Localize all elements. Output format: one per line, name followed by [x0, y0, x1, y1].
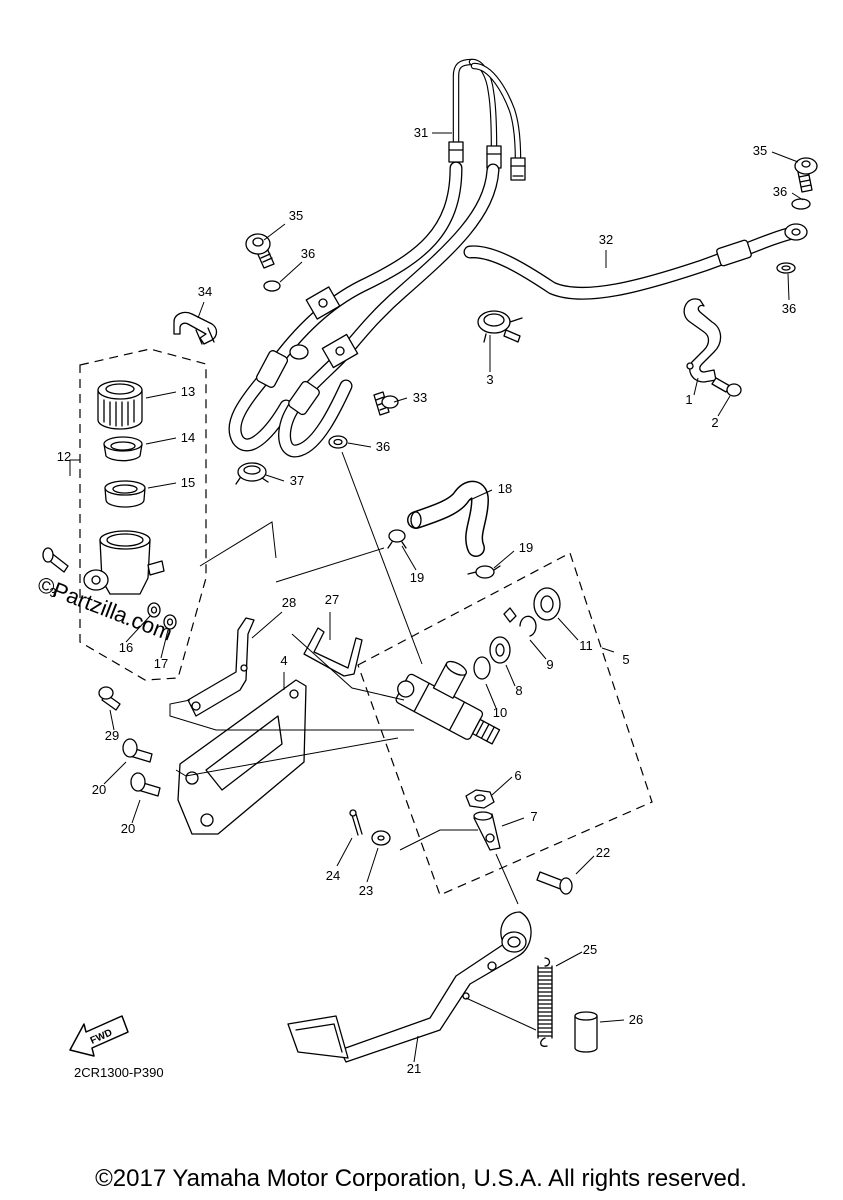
callout-6: 6 — [514, 768, 521, 783]
diagram-code: 2CR1300-P390 — [74, 1065, 164, 1080]
part-19-clip — [387, 529, 501, 579]
part-25-spring — [537, 957, 553, 1047]
part-3-clamp — [477, 310, 523, 343]
part-1-bracket — [683, 298, 722, 383]
part-36-gasket-right — [776, 198, 811, 274]
rear-master-cylinder — [395, 660, 501, 745]
part-10-o-ring — [473, 656, 491, 680]
part-29-bolt — [98, 686, 121, 711]
callout-8: 8 — [515, 683, 522, 698]
reservoir-body — [83, 530, 165, 595]
callout-20-b: 20 — [121, 821, 135, 836]
part-7-clevis — [473, 811, 501, 851]
callout-25: 25 — [583, 942, 597, 957]
callout-37: 37 — [290, 473, 304, 488]
part-17-grommet — [163, 614, 177, 630]
part-20-bolt — [122, 738, 161, 797]
part-9-circlip — [503, 607, 537, 637]
callout-5: 5 — [622, 652, 629, 667]
callout-10: 10 — [493, 705, 507, 720]
callout-7: 7 — [530, 809, 537, 824]
callout-19: 19 — [519, 540, 533, 555]
callout-9: 9 — [546, 657, 553, 672]
callout-12: 12 — [57, 449, 71, 464]
part-14-diaphragm — [103, 436, 143, 462]
part-15-plate — [104, 480, 146, 508]
callout-leaders — [103, 132, 804, 1063]
part-36-gasket — [263, 280, 348, 449]
part-18-reservoir-hose — [411, 490, 480, 548]
part-31-brake-pipe — [448, 62, 526, 181]
callout-36-d: 36 — [782, 301, 796, 316]
part-33-bolt — [373, 391, 399, 416]
callout-31: 31 — [414, 125, 428, 140]
part-2-bolt — [711, 377, 742, 397]
callout-29: 29 — [105, 728, 119, 743]
callout-28: 28 — [282, 595, 296, 610]
callout-36: 36 — [301, 246, 315, 261]
brake-hose-assembly — [235, 168, 493, 451]
callout-35-b: 35 — [753, 143, 767, 158]
callout-17: 17 — [154, 656, 168, 671]
callout-13: 13 — [181, 384, 195, 399]
callout-3-b: 3 — [49, 585, 56, 600]
part-35-union-bolt — [245, 233, 275, 269]
part-34-clip — [173, 311, 218, 345]
part-27-bracket — [303, 627, 363, 677]
callout-3: 3 — [486, 372, 493, 387]
copyright-notice: ©2017 Yamaha Motor Corporation, U.S.A. A… — [95, 1165, 747, 1192]
callout-19-b: 19 — [410, 570, 424, 585]
callout-27: 27 — [325, 592, 339, 607]
part-4-bracket — [177, 679, 307, 835]
callout-1: 1 — [685, 392, 692, 407]
part-12-reservoir-group — [79, 348, 207, 681]
callout-36-b: 36 — [376, 439, 390, 454]
part-21-brake-pedal — [287, 911, 532, 1063]
part-5-master-cylinder-kit — [357, 552, 653, 896]
callout-35: 35 — [289, 208, 303, 223]
callout-24: 24 — [326, 868, 340, 883]
part-35-union-bolt-right — [794, 157, 818, 193]
callout-21: 21 — [407, 1061, 421, 1076]
part-30-bolt — [42, 547, 69, 573]
callout-36-c: 36 — [773, 184, 787, 199]
part-11-boot — [533, 587, 561, 621]
callout-23: 23 — [359, 883, 373, 898]
part-37-clamp — [235, 462, 269, 485]
callout-labels: 31 35 36 34 13 14 12 15 37 33 36 3 32 35… — [49, 125, 796, 1076]
part-22-pin — [536, 871, 573, 895]
part-26-sleeve — [574, 1011, 598, 1053]
part-8-cup — [489, 636, 511, 664]
callout-18: 18 — [498, 481, 512, 496]
callout-11: 11 — [579, 638, 593, 653]
callout-33: 33 — [413, 390, 427, 405]
part-23-washer — [371, 830, 391, 846]
callout-32: 32 — [599, 232, 613, 247]
fwd-arrow-icon: FWD — [69, 1015, 129, 1057]
part-32-brake-hose — [470, 223, 808, 293]
callout-34: 34 — [198, 284, 212, 299]
callout-15: 15 — [181, 475, 195, 490]
part-13-cap — [97, 380, 143, 430]
part-6-nut — [465, 789, 495, 809]
callout-20: 20 — [92, 782, 106, 797]
callout-2: 2 — [711, 415, 718, 430]
part-16-grommet — [147, 602, 161, 618]
part-24-cotter-pin — [349, 809, 363, 836]
reference-lines — [69, 451, 537, 1031]
callout-4: 4 — [280, 653, 287, 668]
part-28-bracket — [187, 617, 255, 717]
callout-22: 22 — [596, 845, 610, 860]
callout-26: 26 — [629, 1012, 643, 1027]
callout-14: 14 — [181, 430, 195, 445]
callout-16: 16 — [119, 640, 133, 655]
